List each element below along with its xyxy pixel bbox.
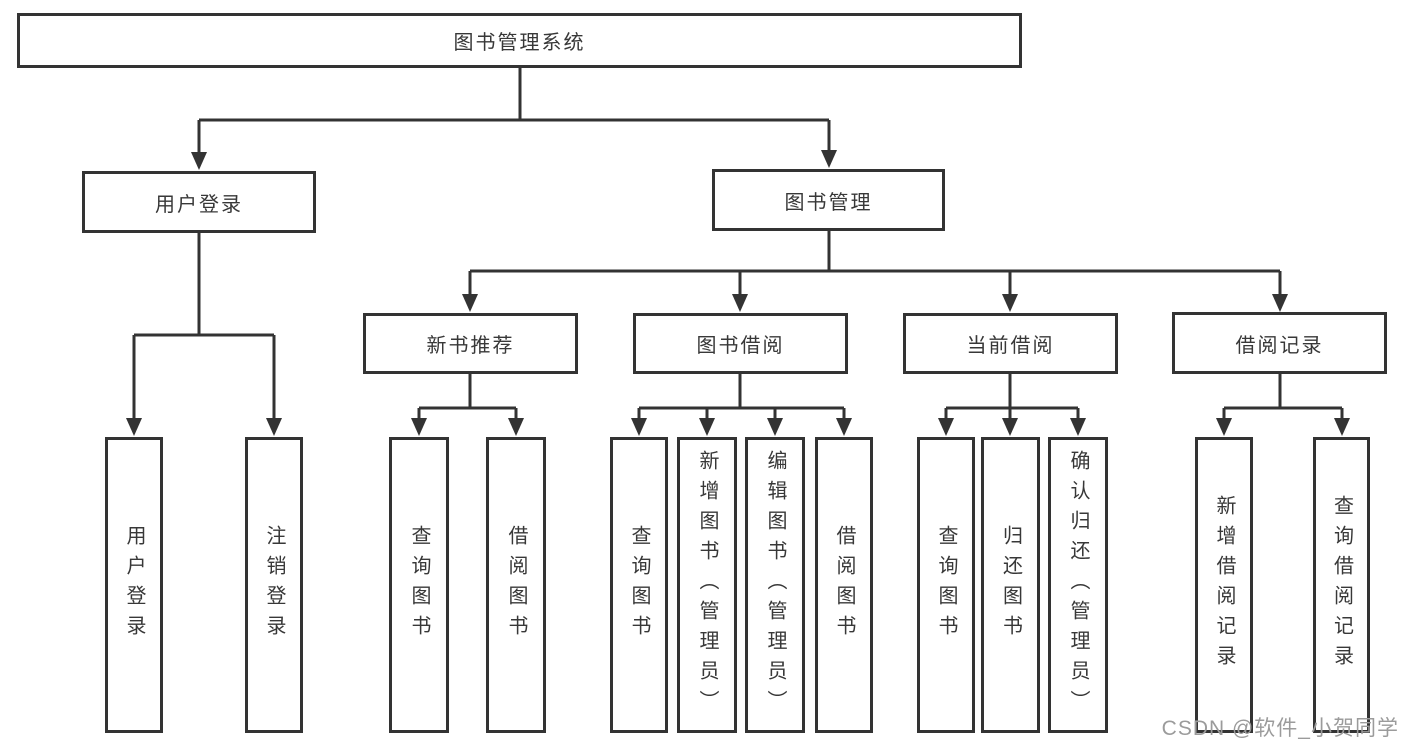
node-book-borrowing-label: 图书借阅 [696,335,785,357]
leaf-user-login-label: 用户登录 [123,525,145,645]
node-new-book-rec: 新书推荐 [363,313,578,374]
node-book-management: 图书管理 [712,169,945,231]
leaf-borrow-books: 借阅图书 [815,437,873,733]
connector-book-management-to-children [462,231,1288,312]
leaf-query-books-current-label: 查询图书 [935,525,957,645]
connector-new-book-rec-to-children [411,374,524,436]
node-root-label: 图书管理系统 [453,32,586,54]
leaf-edit-books-admin: 编辑图书（管理员） [745,437,805,733]
leaf-query-books-rec-label: 查询图书 [408,525,430,645]
leaf-user-login: 用户登录 [105,437,163,733]
connector-book-borrowing-to-children [631,374,852,436]
leaf-logout: 注销登录 [245,437,303,733]
node-borrowing-records-label: 借阅记录 [1235,334,1324,357]
leaf-query-borrow-record-label: 查询借阅记录 [1330,495,1353,675]
connector-root-to-children [191,68,837,170]
leaf-add-borrow-record: 新增借阅记录 [1195,437,1253,733]
leaf-add-borrow-record-label: 新增借阅记录 [1213,495,1235,675]
csdn-watermark: CSDN @软件_小贺同学 [1161,717,1399,740]
leaf-confirm-return-admin: 确认归还（管理员） [1048,437,1108,733]
leaf-query-books-borrow-label: 查询图书 [628,525,650,645]
leaf-query-books-current: 查询图书 [917,437,975,733]
leaf-add-books-admin: 新增图书（管理员） [677,437,737,733]
leaf-query-books-borrow: 查询图书 [610,437,668,733]
leaf-edit-books-admin-label: 编辑图书（管理员） [764,450,786,720]
connector-user-login-to-children [126,233,282,436]
leaf-return-books: 归还图书 [981,437,1040,733]
leaf-return-books-label: 归还图书 [999,525,1022,645]
node-current-borrowing-label: 当前借阅 [966,335,1055,357]
leaf-borrow-books-rec-label: 借阅图书 [505,525,527,645]
node-borrowing-records: 借阅记录 [1172,312,1387,374]
node-root: 图书管理系统 [17,13,1022,68]
leaf-confirm-return-admin-label: 确认归还（管理员） [1067,450,1089,720]
leaf-add-books-admin-label: 新增图书（管理员） [696,450,718,720]
node-book-management-label: 图书管理 [784,191,873,214]
leaf-borrow-books-label: 借阅图书 [833,525,855,645]
node-user-login: 用户登录 [82,171,316,233]
node-new-book-rec-label: 新书推荐 [426,335,515,357]
node-user-login-label: 用户登录 [155,193,243,216]
leaf-logout-label: 注销登录 [263,525,285,645]
connector-current-borrowing-to-children [938,374,1086,436]
leaf-query-books-rec: 查询图书 [389,437,449,733]
leaf-query-borrow-record: 查询借阅记录 [1313,437,1370,733]
node-current-borrowing: 当前借阅 [903,313,1118,374]
leaf-borrow-books-rec: 借阅图书 [486,437,546,733]
node-book-borrowing: 图书借阅 [633,313,848,374]
connector-borrowing-records-to-children [1216,374,1350,436]
